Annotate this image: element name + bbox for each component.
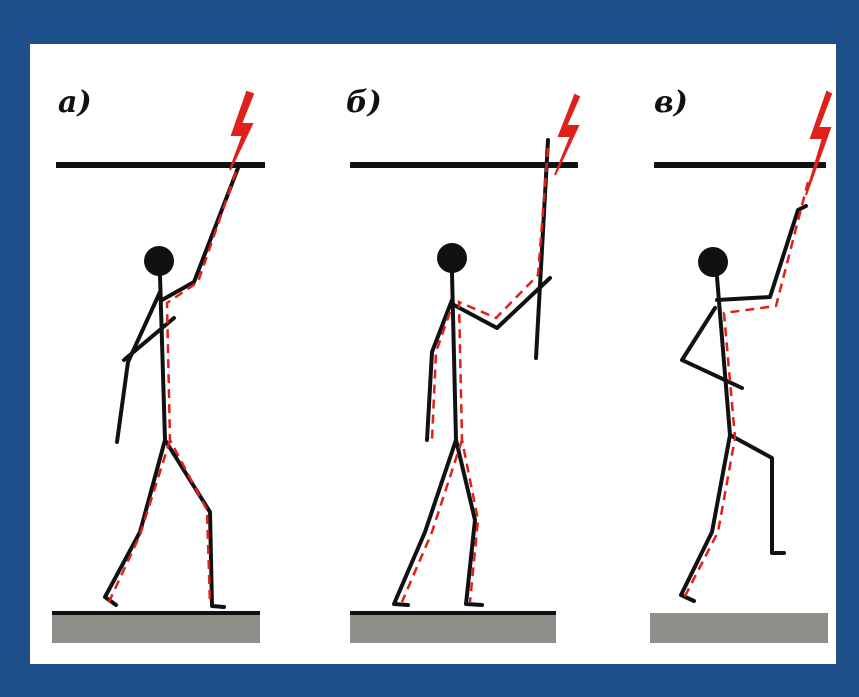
- crossing-limb-a: [124, 318, 174, 360]
- current-path-c: [684, 182, 808, 598]
- ground-slab-a: [52, 613, 260, 643]
- head-b: [437, 243, 467, 273]
- left-arm-b: [427, 300, 452, 440]
- scene-c: в): [650, 85, 831, 643]
- front-leg-c: [730, 435, 784, 553]
- panel-label-c: в): [654, 85, 688, 120]
- back-leg-c: [681, 435, 730, 601]
- current-path-a-2: [108, 440, 170, 604]
- ground-slab-c: [650, 613, 828, 643]
- back-leg-a: [105, 440, 165, 605]
- raised-arm-b: [454, 278, 550, 328]
- bent-arm-c: [682, 308, 742, 388]
- stick-figure-c: [681, 206, 806, 601]
- stick-figure-a: [105, 168, 238, 607]
- head-c: [698, 247, 728, 277]
- current-path-a: [167, 172, 236, 604]
- head-a: [144, 246, 174, 276]
- lightning-bolt-icon: [806, 92, 831, 195]
- held-rod-b: [536, 140, 548, 358]
- lightning-bolt-icon: [230, 92, 253, 170]
- raised-arm-c: [717, 206, 806, 300]
- left-arm-a: [117, 292, 160, 442]
- ground-slab-b: [350, 613, 556, 643]
- panel-label-a: а): [58, 85, 92, 120]
- front-leg-a: [165, 440, 224, 607]
- scene-a: а): [52, 85, 265, 643]
- scene-b: б): [346, 85, 579, 643]
- stick-figure-b: [394, 140, 550, 605]
- raised-arm-a: [162, 168, 238, 300]
- panel-label-b: б): [346, 85, 382, 120]
- body-b: [452, 273, 456, 440]
- current-path-b-2: [402, 440, 462, 602]
- front-leg-b: [456, 440, 482, 605]
- back-leg-b: [394, 440, 456, 605]
